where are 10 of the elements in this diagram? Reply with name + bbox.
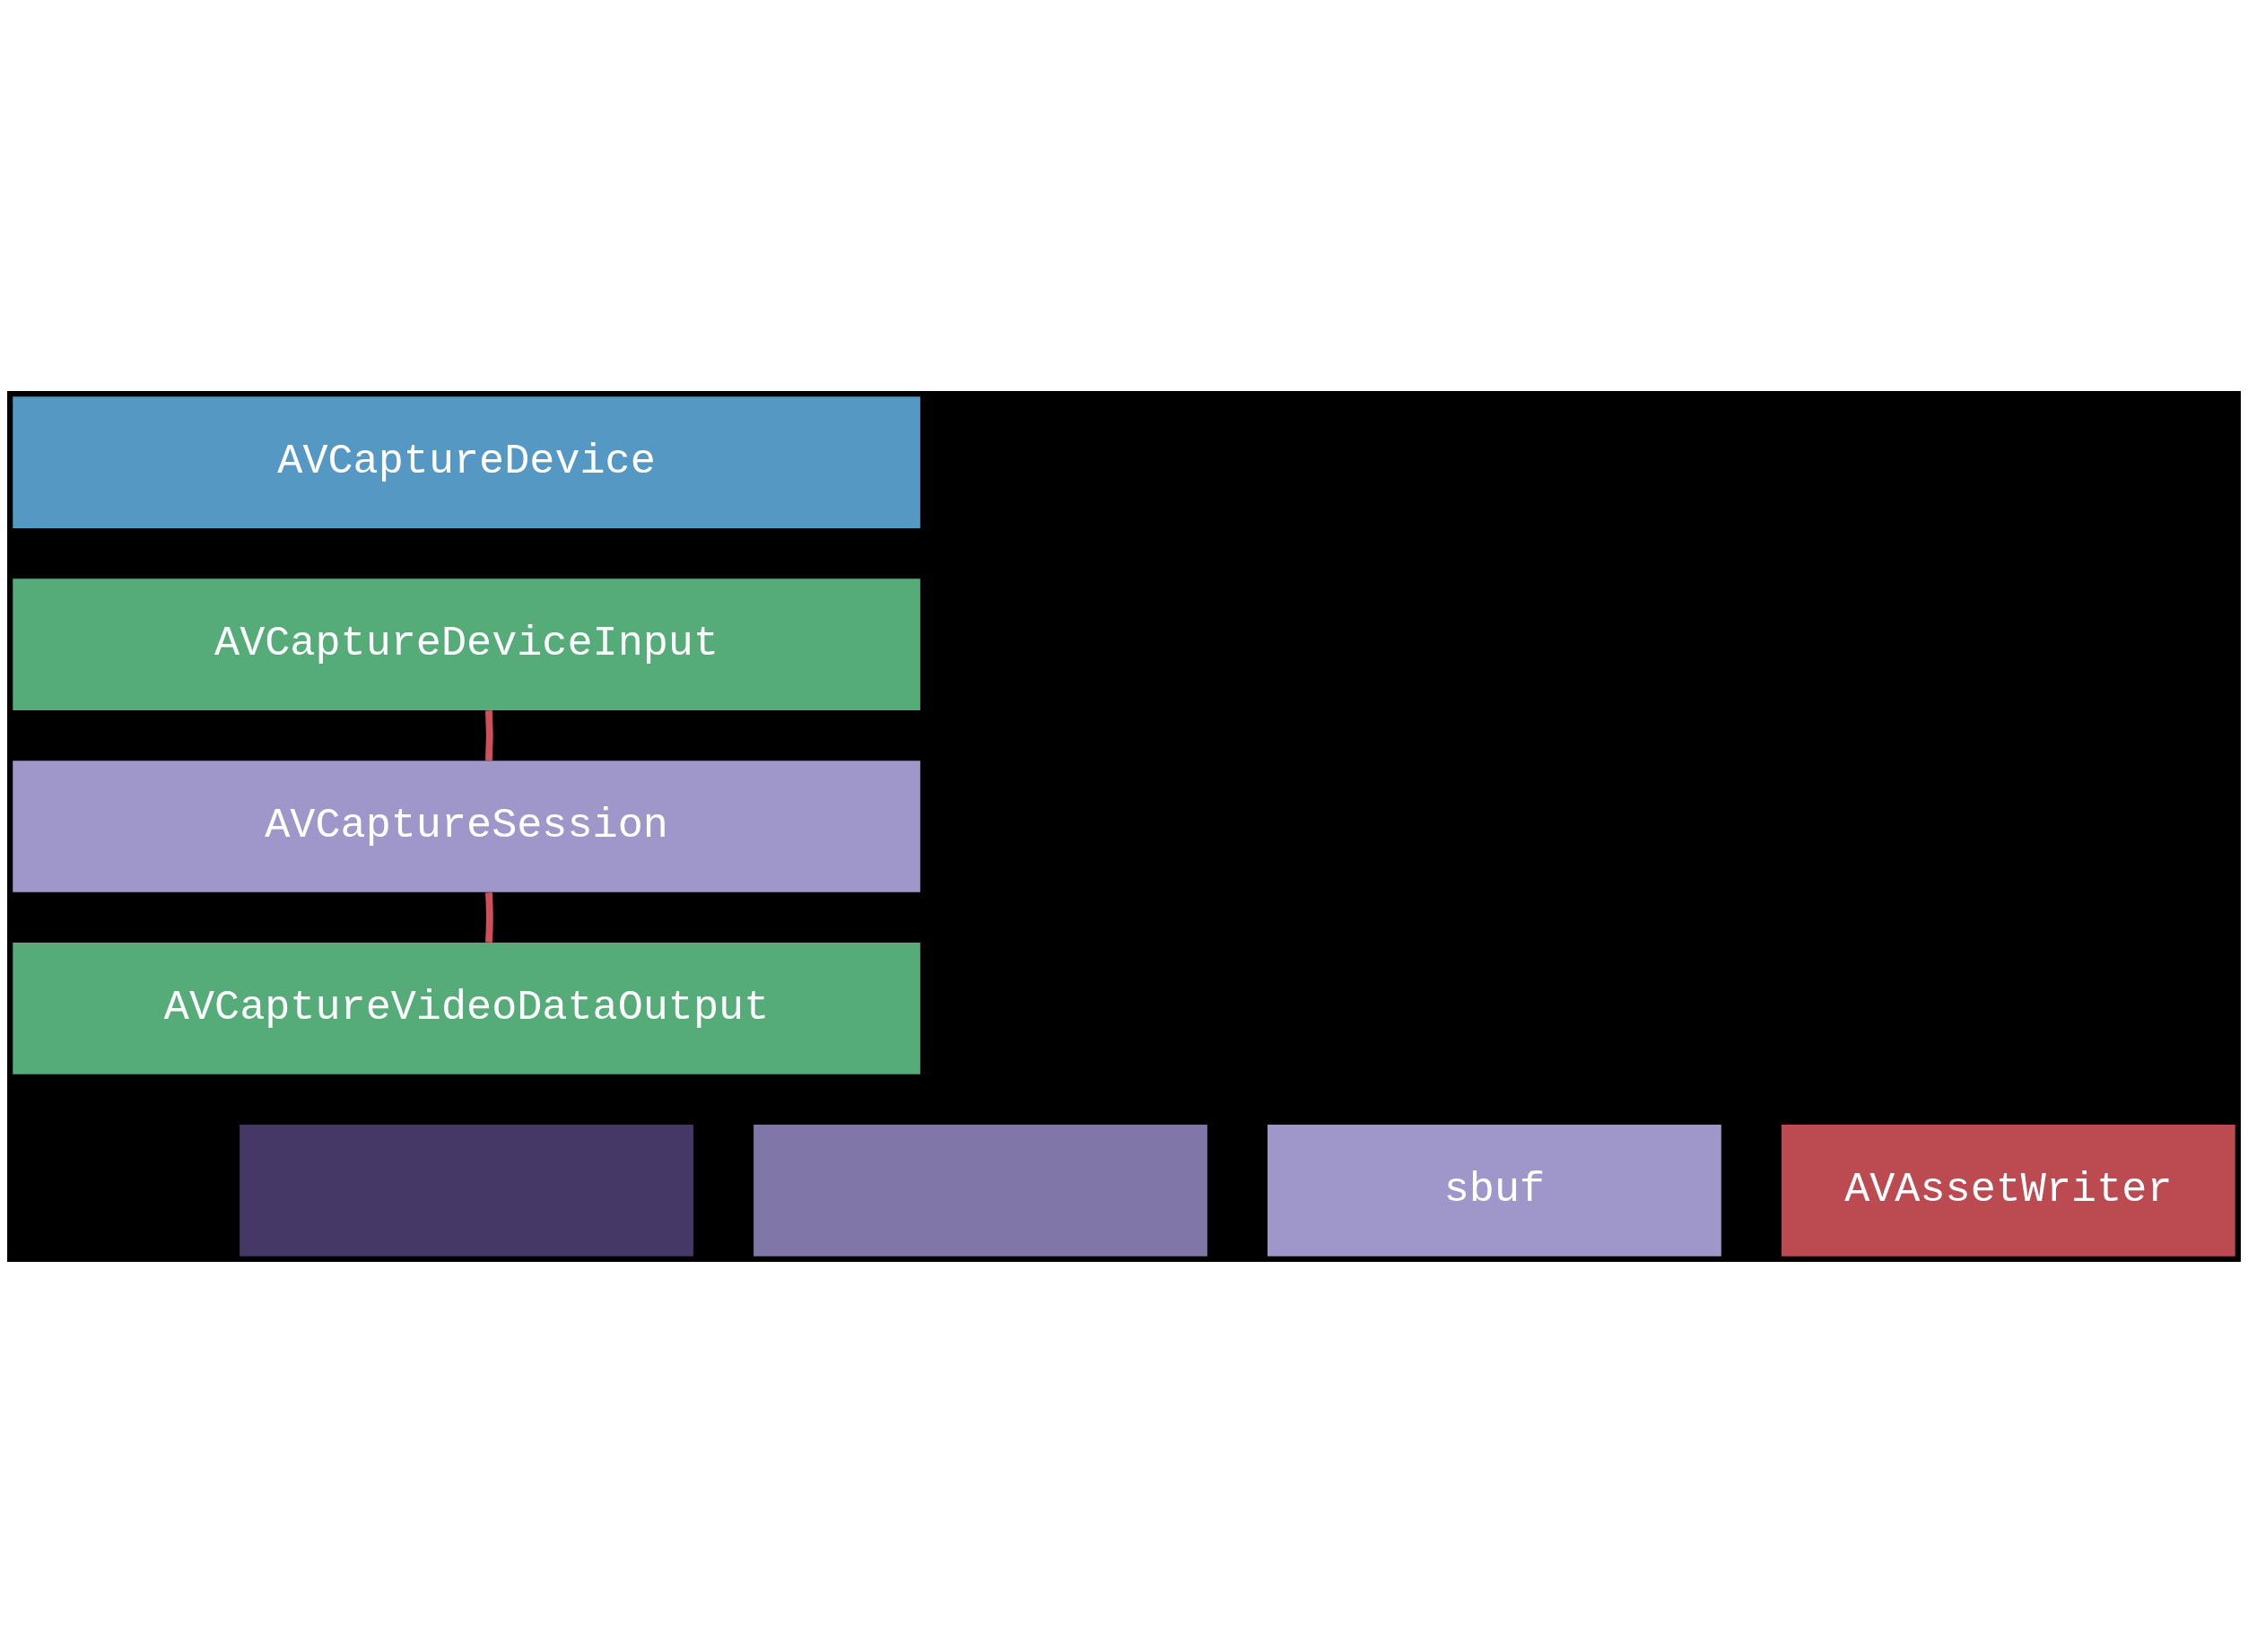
node-box: AVCaptureVideoDataOutput xyxy=(13,942,920,1074)
connector xyxy=(485,709,493,761)
node-box: AVAssetWriter xyxy=(1781,1124,2235,1256)
node-box: AVCaptureDevice xyxy=(13,396,920,528)
node-box: AVCaptureSession xyxy=(13,760,920,892)
node-box: AVCaptureDeviceInput xyxy=(13,578,920,710)
node-box xyxy=(240,1124,693,1256)
connector xyxy=(485,891,493,943)
node-box: sbuf xyxy=(1268,1124,1721,1256)
node-box xyxy=(754,1124,1207,1256)
